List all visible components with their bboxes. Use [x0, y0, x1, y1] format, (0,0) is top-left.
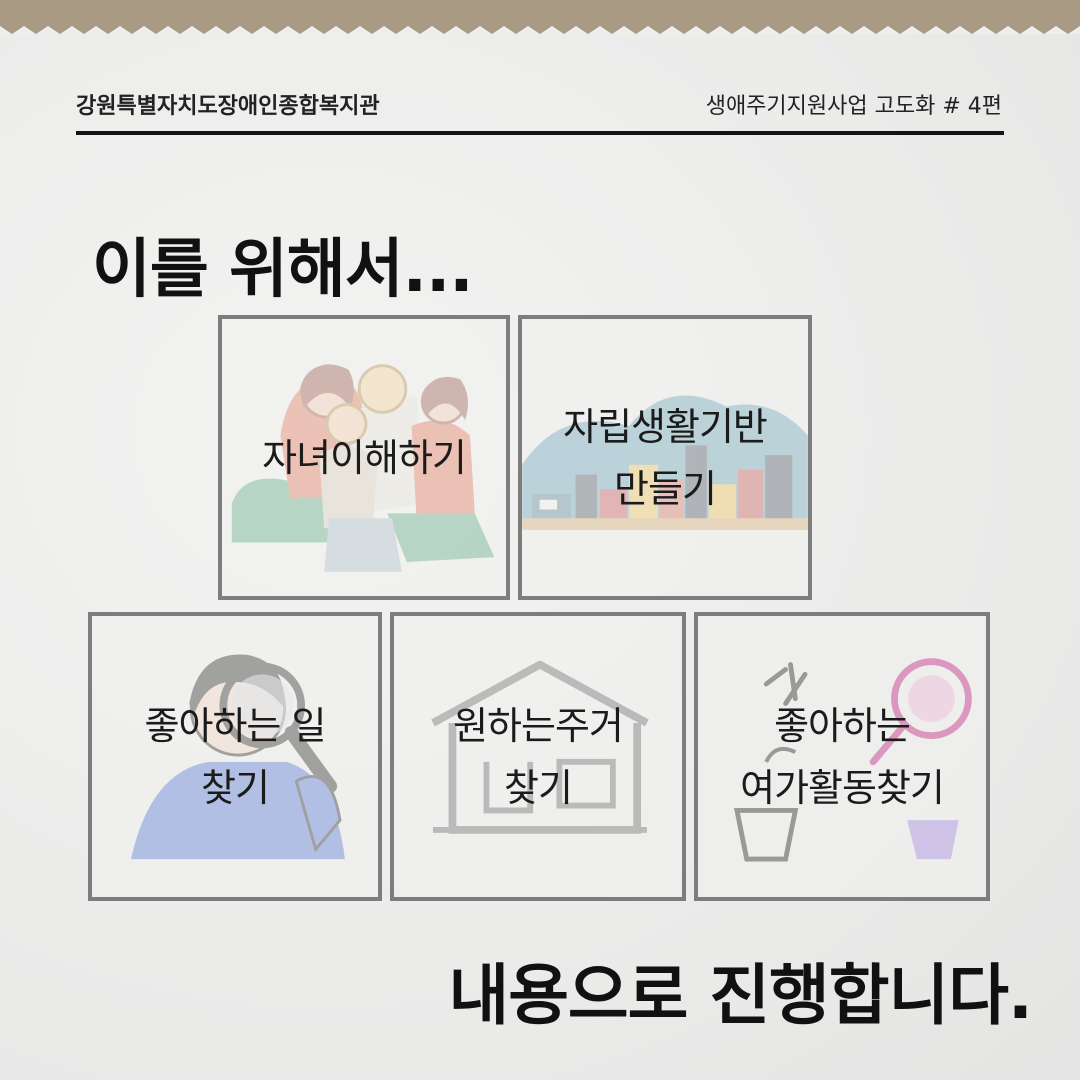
card-understand-children: 자녀이해하기 [218, 315, 510, 600]
headline: 이를 위해서... [92, 233, 474, 307]
house-outline-illustration [431, 660, 649, 834]
card-independent-living: 자립생활기반 만들기 [518, 315, 812, 600]
card-label: 좋아하는 여가활동찾기 [740, 703, 945, 810]
magnifier-person-illustration [130, 654, 345, 860]
torn-paper-edge [0, 0, 1080, 34]
card-find-leisure: 좋아하는 여가활동찾기 [694, 612, 990, 901]
card-label: 자립생활기반 만들기 [563, 404, 768, 511]
card-label: 좋아하는 일 찾기 [144, 703, 327, 810]
family-illustration [231, 364, 495, 572]
card-find-work: 좋아하는 일 찾기 [88, 612, 382, 901]
card-label: 원하는주거 찾기 [453, 703, 624, 810]
card-find-housing: 원하는주거 찾기 [390, 612, 686, 901]
card-label: 자녀이해하기 [262, 435, 467, 480]
header-divider [76, 131, 1004, 135]
series-title: 생애주기지원사업 고도화 # 4편 [705, 94, 1002, 119]
leisure-doodle-illustration [734, 658, 972, 862]
city-buildings-illustration [522, 395, 808, 530]
closing-statement: 내용으로 진행합니다. [448, 957, 1033, 1034]
organization-name: 강원특별자치도장애인종합복지관 [76, 94, 380, 119]
